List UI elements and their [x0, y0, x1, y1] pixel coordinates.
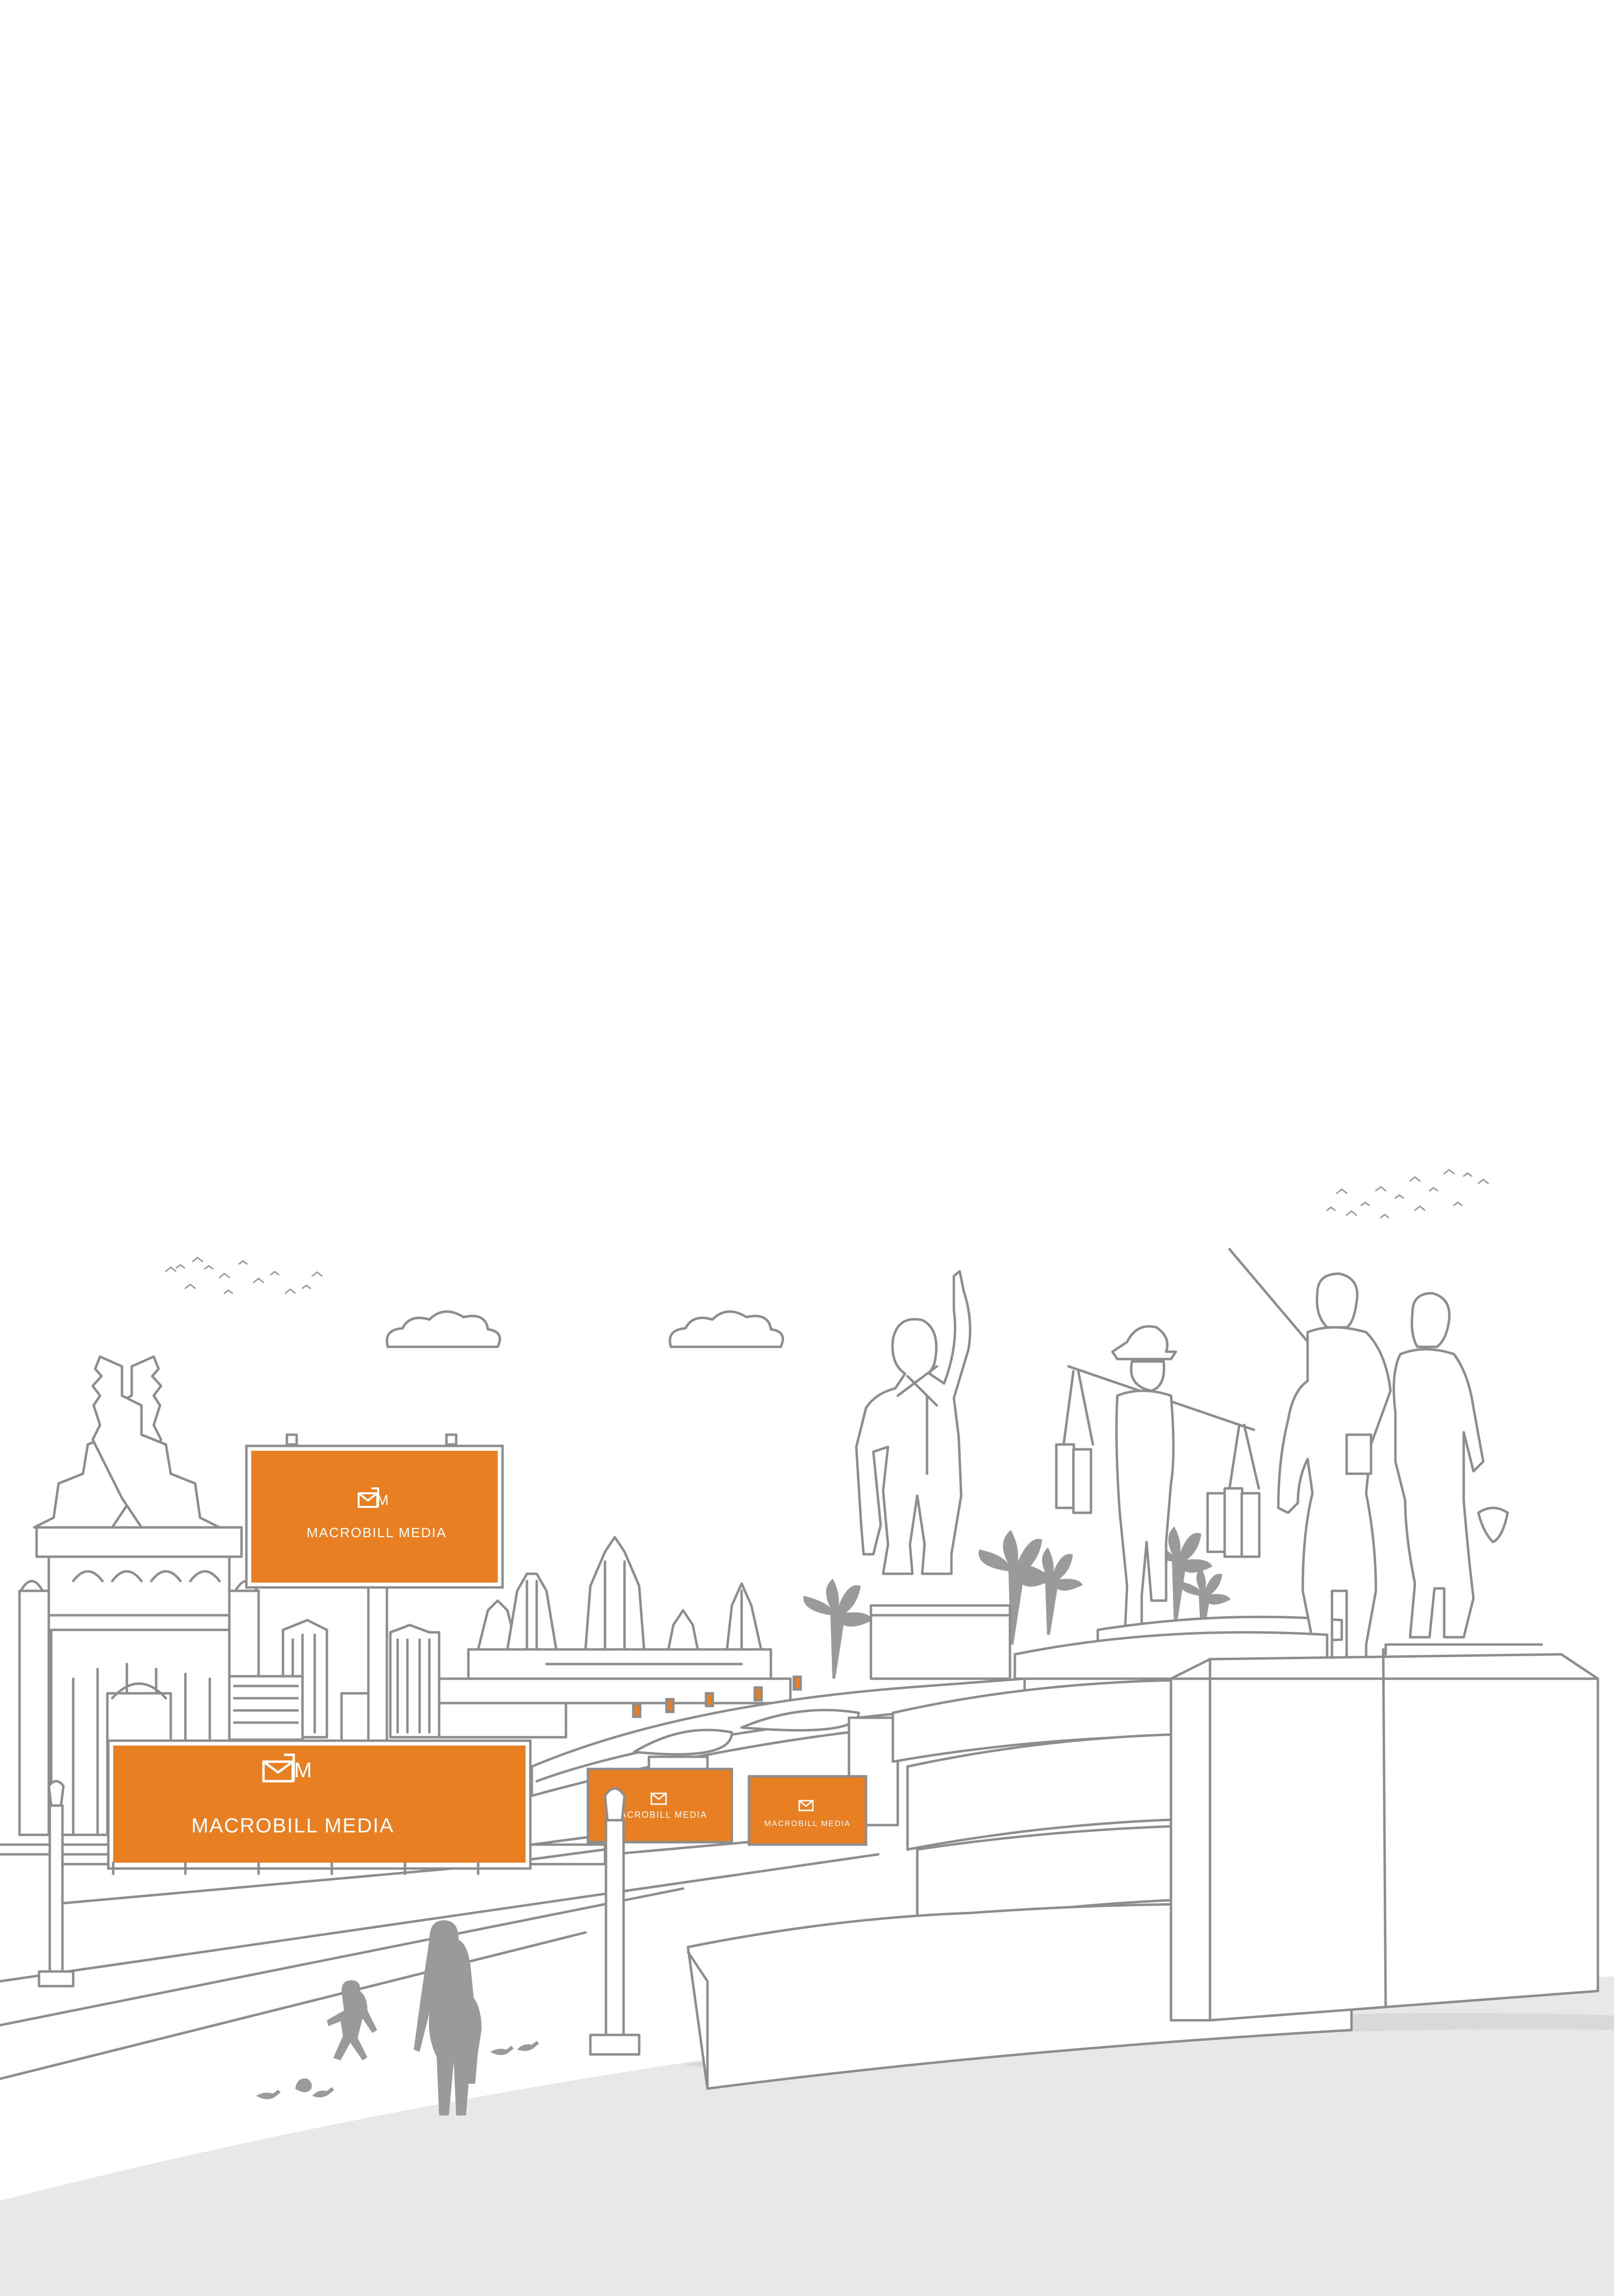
- billboard-brand-label: MACROBILL MEDIA: [765, 1820, 851, 1828]
- warrior-statue: [855, 1270, 1011, 1680]
- billboard-brand-label: MACROBILL MEDIA: [191, 1814, 394, 1837]
- bird-flock-right-icon: [1326, 1169, 1489, 1219]
- macrobill-logo-icon: M: [358, 1487, 390, 1508]
- people-silhouettes: [327, 1920, 482, 2115]
- logo-letter: M: [377, 1492, 390, 1508]
- billboard-large-bottom: M MACROBILL MEDIA: [107, 1739, 532, 1875]
- ground-hill-shade: [683, 2012, 1614, 2074]
- lamp-post-right: [589, 1787, 641, 2056]
- billboard-brand-label: MACROBILL MEDIA: [612, 1810, 707, 1820]
- billboard-small-right: MACROBILL MEDIA: [747, 1775, 868, 1846]
- angkor-wat-temple: [438, 1536, 792, 1739]
- pigeon-icon: [256, 2041, 539, 2099]
- ground-hill: [0, 1976, 1614, 2296]
- billboard-brand-label: MACROBILL MEDIA: [306, 1525, 446, 1540]
- logo-letter: M: [294, 1758, 313, 1782]
- billboard-large-top: M MACROBILL MEDIA: [245, 1433, 504, 1744]
- cloud-left-icon: [385, 1310, 501, 1348]
- statue-plinth: [686, 1631, 1599, 2090]
- bird-flock-left-icon: [165, 1257, 323, 1294]
- city-buildings: [228, 1619, 475, 1744]
- lamp-post-left: [38, 1780, 75, 1988]
- street-flags: [632, 1675, 802, 1718]
- cloud-right-icon: [668, 1310, 784, 1348]
- couple-statue: [1228, 1248, 1509, 1670]
- macrobill-logo-icon: M: [262, 1753, 313, 1783]
- palm-tree-icon: [803, 1526, 1231, 1679]
